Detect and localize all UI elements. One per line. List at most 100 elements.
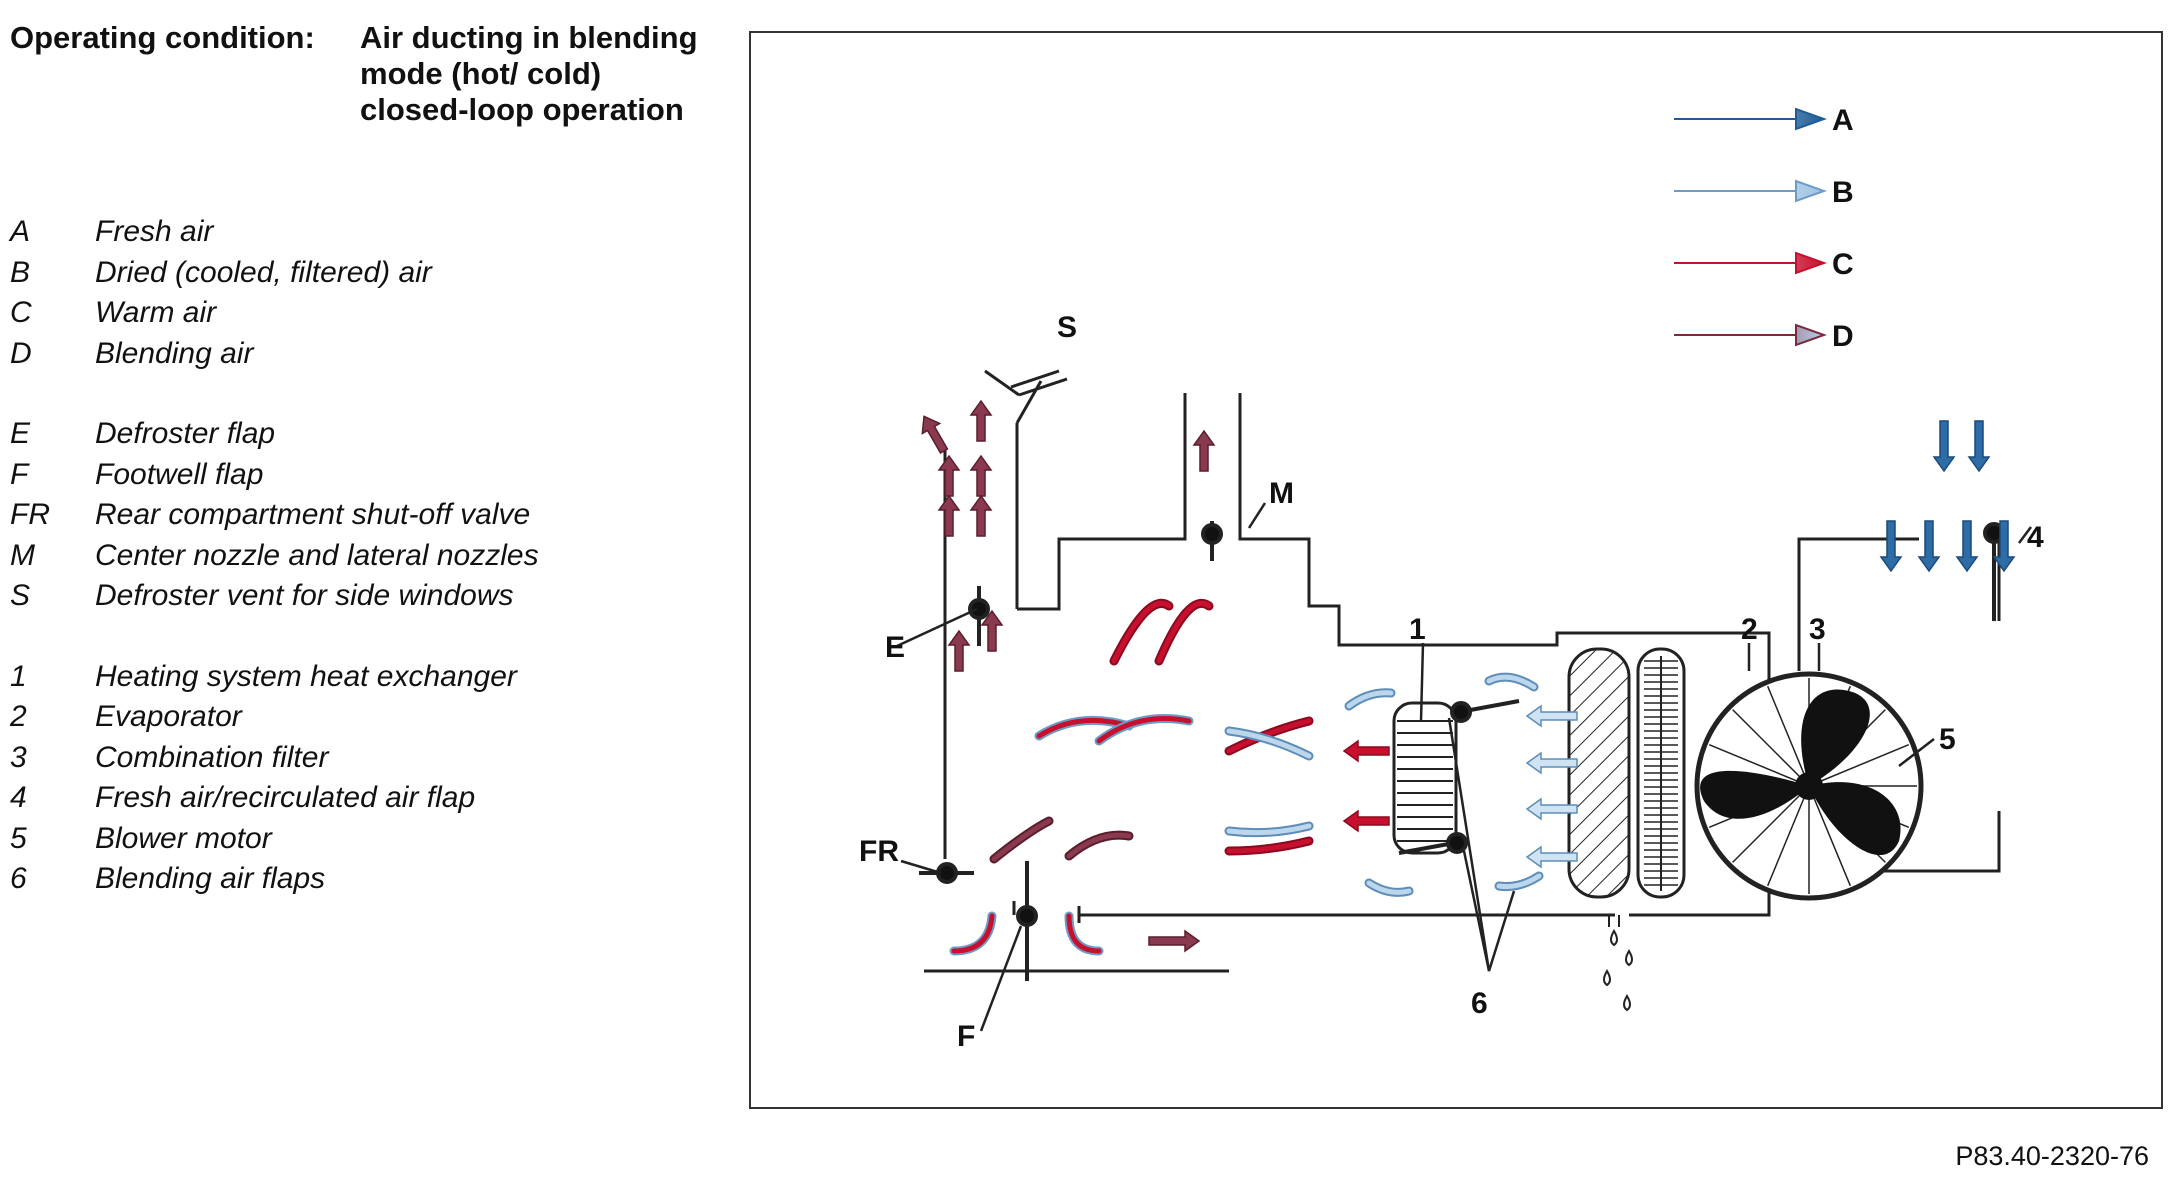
water-drop (1623, 994, 1631, 1012)
blending-air-arrow (1148, 929, 1201, 953)
blower-spoke (1766, 785, 1810, 887)
legend-key: S (10, 579, 31, 612)
fan-blade (1801, 689, 1870, 786)
arrow-shape (980, 609, 1004, 652)
legend-key: C (10, 296, 32, 329)
fresh-air-arrow (1955, 520, 1979, 573)
evaporator (1567, 647, 1631, 899)
blending-air-arrow (937, 494, 961, 537)
legend-text: Fresh air (95, 215, 214, 248)
diagram-frame (749, 31, 2163, 1109)
air-ducting-diagram: A B C D (749, 31, 2163, 1109)
legend-key: D (10, 336, 32, 370)
arrow-key-d: D (1674, 320, 1854, 353)
label-fr: FR (859, 835, 899, 868)
blower-spoke (1766, 685, 1810, 787)
footwell-air-curve (1066, 913, 1102, 954)
side-window-vent (1018, 377, 1068, 397)
arrow-shape (1342, 809, 1390, 833)
blending-air-arrow (969, 494, 993, 537)
operating-condition-label: Operating condition: (10, 20, 315, 55)
arrow-shape (1879, 520, 1903, 573)
arrow-key-label: C (1832, 248, 1854, 281)
leader-line (1247, 502, 1267, 529)
blower-spoke (1708, 743, 1810, 787)
center-nozzle-flap-pivot (1201, 523, 1223, 545)
blending-air-arrow (969, 399, 993, 442)
label-4: 4 (2027, 521, 2044, 554)
leader-line (1898, 738, 1935, 767)
legend-text: Dried (cooled, filtered) air (95, 255, 432, 289)
label-1: 1 (1409, 613, 1426, 646)
legend-key: FR (10, 498, 50, 531)
arrow-shape (1342, 739, 1390, 763)
arrow-shape (1192, 429, 1216, 472)
operating-condition-value: Air ducting in blending mode (hot/ cold)… (360, 20, 698, 127)
legend-text: Blending air (95, 336, 254, 370)
water-drop (1625, 949, 1633, 967)
heat-exchanger-body (1392, 701, 1458, 855)
duct-wall (1238, 393, 1799, 693)
legend-key: F (10, 457, 29, 491)
leader-line (900, 859, 942, 875)
legend-key: A (10, 215, 31, 248)
blending-air-arrow (937, 454, 961, 497)
leader-line (1462, 850, 1491, 972)
cooled-air-arrow (1525, 797, 1578, 821)
legend-key: 6 (10, 862, 27, 895)
legend-key: 5 (10, 821, 27, 855)
blower-spoke (1808, 785, 1852, 887)
blending-air-curve (1036, 717, 1132, 739)
side-window-vent (1010, 369, 1060, 389)
cooled-air-arrow (1525, 845, 1578, 869)
blending-air-arrow (969, 454, 993, 497)
blending-air-curve (1096, 716, 1192, 744)
arrow-shape (969, 399, 993, 442)
blower-inlet (1797, 537, 1919, 671)
defroster-flap-pivot (968, 598, 990, 620)
blending-air-curve (1226, 718, 1312, 754)
blending-air-curve (1066, 832, 1132, 859)
blending-air-curve (1226, 838, 1312, 854)
cooled-air-curve (1366, 880, 1412, 895)
fresh-air-arrow (1932, 420, 1956, 473)
fresh-air-arrow (1879, 520, 1903, 573)
blending-air-curve (1226, 728, 1312, 759)
blending-air-arrow (947, 629, 971, 672)
blending-flap-pivot (1446, 832, 1468, 854)
leader-lines (896, 502, 2032, 1032)
blending-flap (1464, 699, 1520, 713)
blending-air-arrow (980, 609, 1004, 652)
duct-left-wall (925, 422, 947, 859)
water-drop (1610, 929, 1618, 947)
heat-exchanger (1392, 701, 1458, 855)
footwell-air-curve (951, 913, 995, 954)
blending-air-arrow (1192, 429, 1216, 472)
cooled-air-curve (1486, 674, 1537, 690)
legend-text: Center nozzle and lateral nozzles (95, 538, 539, 572)
legend-key: 4 (10, 781, 27, 814)
label-2: 2 (1741, 613, 1758, 646)
arrow-shape (921, 415, 949, 455)
blending-air-curve (1226, 823, 1312, 836)
arrow-key-b: B (1674, 176, 1854, 209)
water-drop (1603, 969, 1611, 987)
fan-blade (1809, 782, 1901, 856)
legend-text: Blower motor (95, 821, 272, 855)
label-e: E (885, 631, 905, 664)
cooled-air-arrow (1525, 751, 1578, 775)
flow-arrows (921, 399, 2016, 956)
arrow-shape (1917, 520, 1941, 573)
warm-air-arrow (1342, 739, 1390, 763)
leader-line (1419, 642, 1425, 722)
legend-key: 2 (10, 700, 27, 733)
